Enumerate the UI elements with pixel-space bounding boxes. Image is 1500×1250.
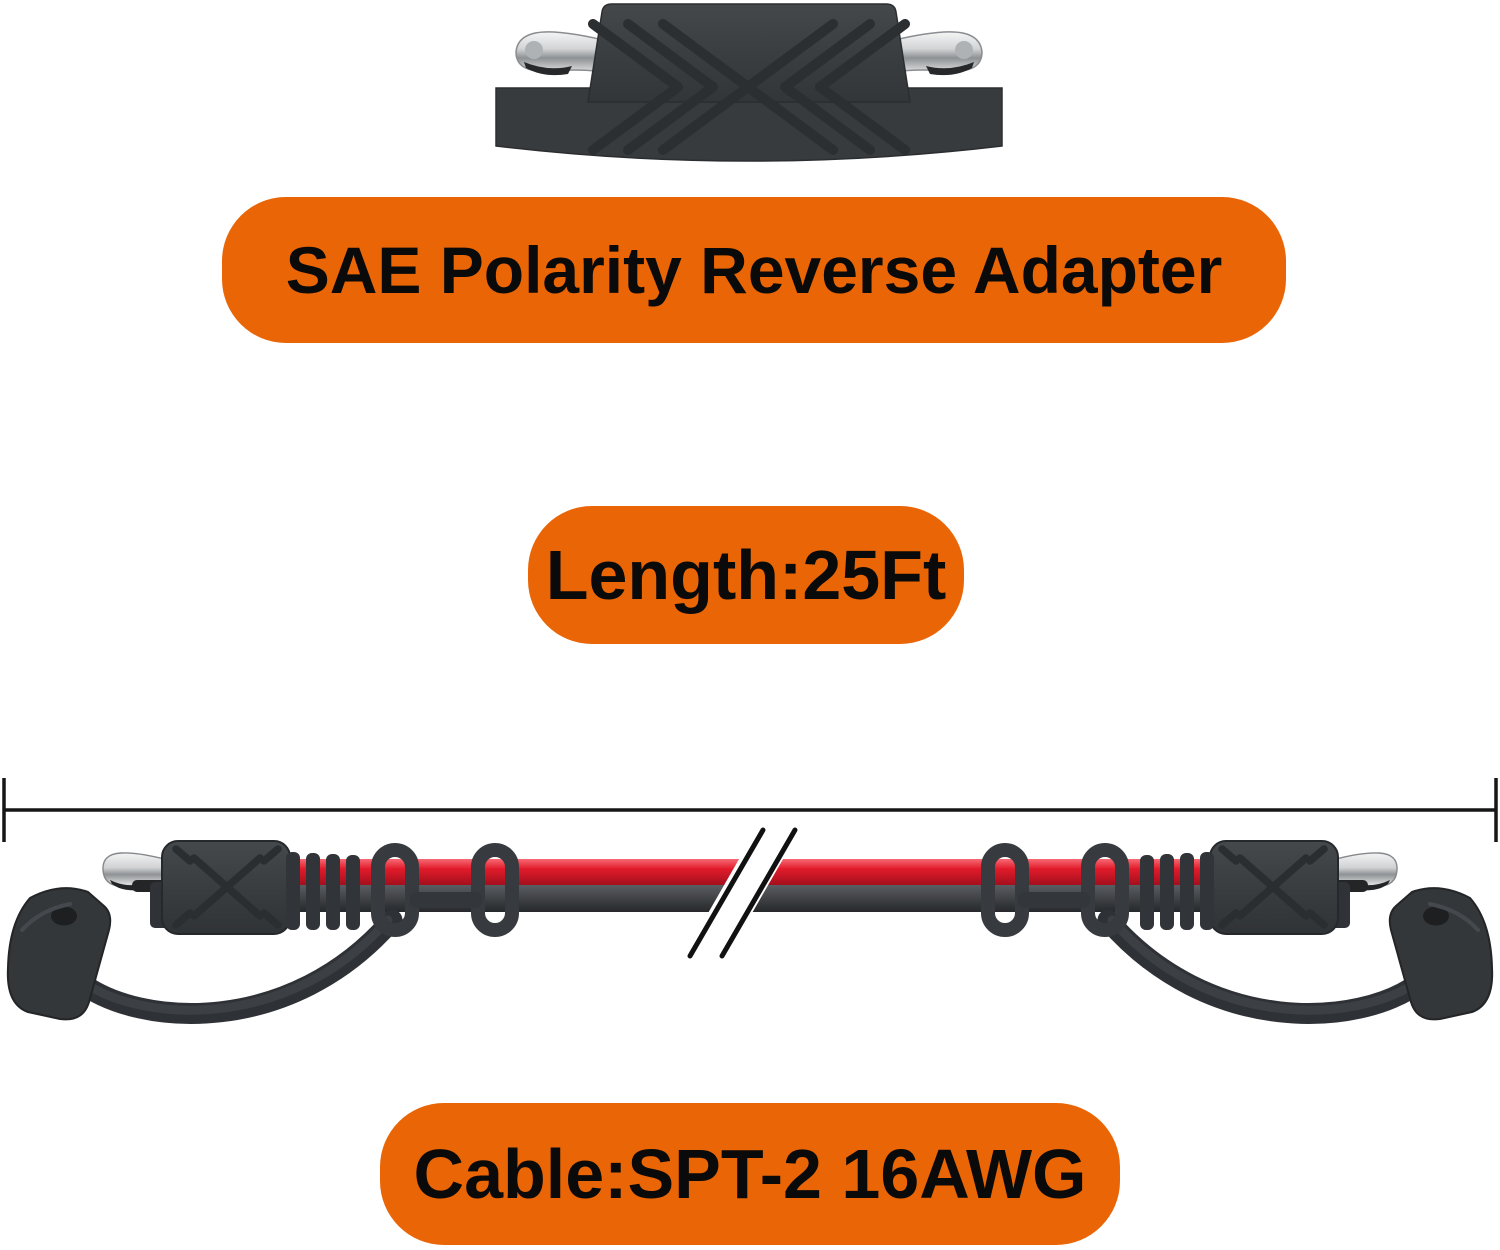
adapter-right-terminal-icon — [879, 31, 983, 76]
length-badge: Length:25Ft — [528, 506, 964, 644]
product-title-badge: SAE Polarity Reverse Adapter — [222, 197, 1286, 343]
cable-illustration — [0, 778, 1500, 1070]
cable-spec-text: Cable:SPT-2 16AWG — [413, 1135, 1087, 1213]
product-title-text: SAE Polarity Reverse Adapter — [285, 233, 1223, 307]
adapter-x-pattern-icon — [588, 19, 910, 155]
cable-spec-badge: Cable:SPT-2 16AWG — [380, 1103, 1120, 1245]
sae-adapter-top-image — [495, 3, 1003, 162]
adapter-left-terminal-icon — [515, 31, 619, 76]
break-symbol-icon — [680, 826, 802, 962]
adapter-flange — [495, 87, 1003, 162]
length-text: Length:25Ft — [545, 536, 947, 614]
dimension-line — [2, 778, 1498, 842]
